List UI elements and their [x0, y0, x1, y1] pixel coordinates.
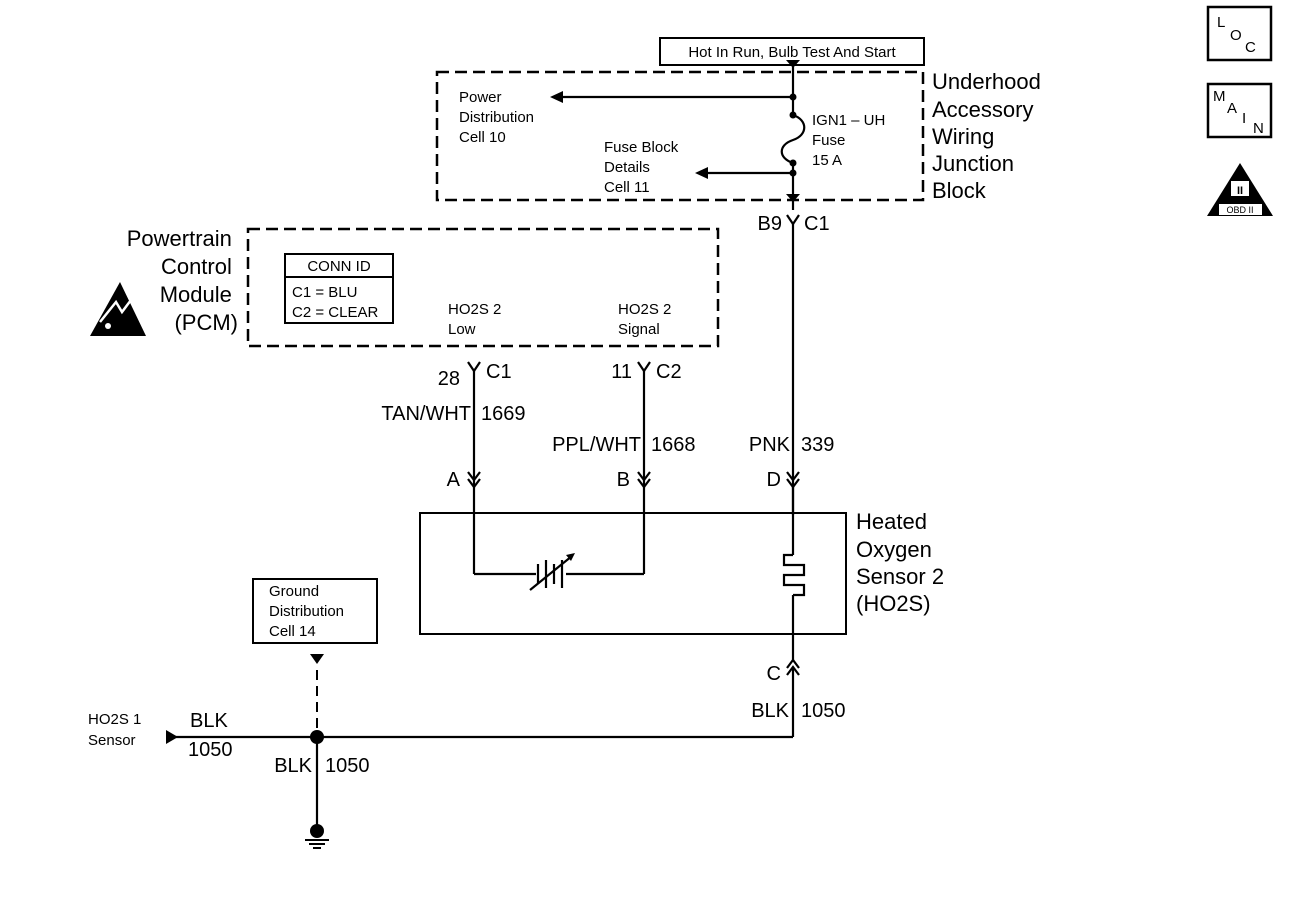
pin-d-label: D [767, 469, 781, 491]
conn-id-row-c2: C2 = CLEAR [292, 304, 378, 321]
obd-badge[interactable]: II OBD II [1207, 163, 1273, 216]
b9-conn-label: C1 [804, 213, 830, 235]
loc-badge[interactable]: L O C [1206, 5, 1273, 62]
pin-11-connector-symbol [637, 361, 651, 373]
loc-letter-c: C [1245, 39, 1256, 56]
blk-sensor-wire-circuit: 1050 [801, 700, 846, 722]
ground-icon [305, 824, 329, 849]
obd-number: II [1237, 185, 1243, 197]
b9-pin-label: B9 [758, 213, 782, 235]
b9-connector-symbol [786, 214, 800, 226]
header-box-label: Hot In Run, Bulb Test And Start [688, 44, 896, 61]
ho2s1-sensor-label[interactable]: HO2S 1 Sensor [88, 711, 146, 749]
blk-ground-wire-circuit: 1050 [325, 755, 370, 777]
pin-11-conn-label: C2 [656, 361, 682, 383]
blk-ground-wire-color: BLK [274, 755, 312, 777]
esd-warning-icon [90, 282, 146, 336]
underhood-block-outline [435, 70, 925, 202]
ground-distribution-arrow [310, 654, 324, 664]
ho2s-sensor-box [419, 512, 847, 635]
ho2s-low-label: HO2S 2 Low [448, 301, 506, 338]
pin-a-connector-symbol [467, 471, 481, 489]
pin-c-label: C [767, 663, 781, 685]
main-badge[interactable]: M A I N [1206, 82, 1273, 139]
ground-distribution-box[interactable] [252, 578, 378, 644]
pin-28-conn-label: C1 [486, 361, 512, 383]
main-letter-m: M [1213, 88, 1226, 105]
conn-id-table: CONN ID C1 = BLU C2 = CLEAR [284, 253, 394, 324]
conn-id-row-c1: C1 = BLU [292, 284, 357, 301]
underhood-block-title: Underhood Accessory Wiring Junction Bloc… [932, 69, 1047, 203]
pcm-title: Powertrain Control Module (PCM) [127, 226, 238, 335]
blk-input-wire-color: BLK [190, 710, 228, 732]
main-letter-a: A [1227, 100, 1237, 117]
pin-b-label: B [617, 469, 630, 491]
ho2s1-input-arrow [166, 730, 178, 744]
pnk-wire-circuit: 339 [801, 434, 834, 456]
blk-input-wire-circuit: 1050 [188, 739, 233, 761]
ho2s-signal-label: HO2S 2 Signal [618, 301, 676, 338]
obd-label: OBD II [1226, 205, 1253, 215]
pcm-outline [246, 227, 720, 348]
ho2s-sensor-title: Heated Oxygen Sensor 2 (HO2S) [856, 509, 950, 616]
conn-id-header: CONN ID [307, 258, 371, 275]
sensing-element-symbol [474, 553, 644, 591]
ppl-wire-color: PPL/WHT [552, 434, 641, 456]
main-letter-i: I [1242, 110, 1246, 127]
blk-sensor-wire-color: BLK [751, 700, 789, 722]
pin-c-connector-symbol [786, 658, 800, 676]
ground-distribution-ref[interactable]: Ground Distribution Cell 14 [269, 583, 348, 640]
pnk-wire-color: PNK [749, 434, 791, 456]
power-distribution-arrow [550, 91, 793, 103]
loc-letter-o: O [1230, 27, 1242, 44]
tan-wire-color: TAN/WHT [381, 403, 471, 425]
pin-a-label: A [447, 469, 461, 491]
loc-letter-l: L [1217, 14, 1225, 31]
fuse-block-details-ref[interactable]: Fuse Block Details Cell 11 [604, 139, 682, 196]
pin-28-connector-symbol [467, 361, 481, 373]
fuse-block-arrow [695, 167, 793, 179]
heater-element-symbol [782, 487, 806, 662]
ppl-wire-circuit: 1668 [651, 434, 696, 456]
pin-b-connector-symbol [637, 471, 651, 489]
pin-28-label: 28 [438, 368, 460, 390]
fuse-label: IGN1 – UH Fuse 15 A [812, 112, 890, 169]
main-letter-n: N [1253, 120, 1264, 137]
tan-wire-circuit: 1669 [481, 403, 526, 425]
feed-wire [780, 60, 806, 210]
power-distribution-ref[interactable]: Power Distribution Cell 10 [459, 89, 538, 146]
pin-11-label: 11 [611, 361, 632, 383]
